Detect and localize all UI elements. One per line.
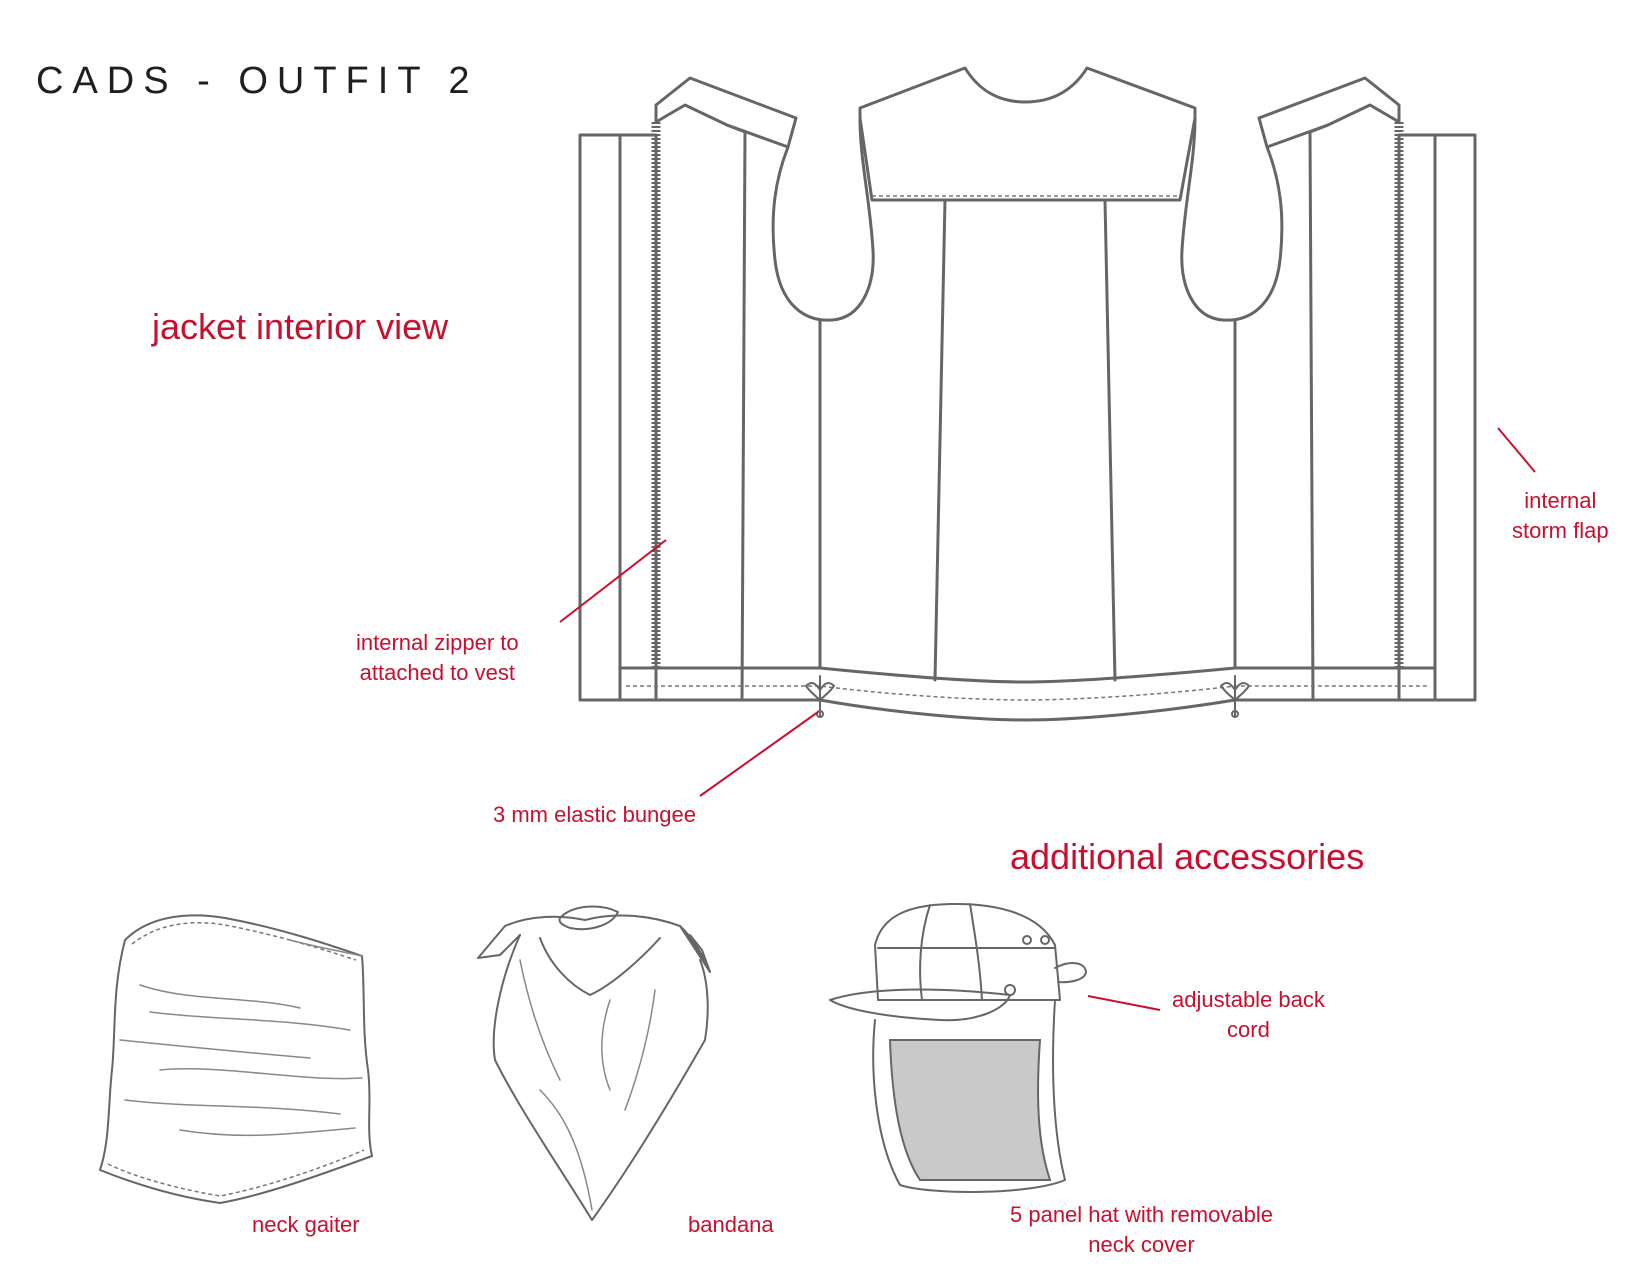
neck-gaiter-drawing xyxy=(99,914,373,1204)
hat-caption: 5 panel hat with removable neck cover xyxy=(1010,1200,1273,1260)
storm-flap-callout-line-2: storm flap xyxy=(1512,518,1609,543)
zipper-callout-line-2: attached to vest xyxy=(359,660,515,685)
page-title: CADS - OUTFIT 2 xyxy=(36,60,479,102)
back-cord-callout: adjustable back cord xyxy=(1172,985,1325,1045)
back-cord-callout-line-2: cord xyxy=(1227,1017,1270,1042)
zipper-callout: internal zipper to attached to vest xyxy=(356,628,519,688)
bandana-caption: bandana xyxy=(688,1212,774,1237)
bandana-drawing xyxy=(477,905,711,1221)
hat-drawing xyxy=(829,902,1087,1193)
zipper-leader xyxy=(559,539,667,623)
bungee-leader xyxy=(699,711,819,797)
bungee-toggle-left xyxy=(805,675,835,718)
neck-gaiter-caption: neck gaiter xyxy=(252,1212,360,1237)
storm-flap-callout-line-1: internal xyxy=(1524,488,1597,513)
hat-caption-line-2: neck cover xyxy=(1088,1232,1195,1257)
jacket-interior-drawing xyxy=(578,66,1477,722)
jacket-heading: jacket interior view xyxy=(152,306,449,347)
storm-flap-callout: internal storm flap xyxy=(1512,486,1609,546)
bungee-callout: 3 mm elastic bungee xyxy=(493,802,696,827)
accessories-heading: additional accessories xyxy=(1010,836,1365,877)
back-cord-leader xyxy=(1087,995,1161,1011)
back-cord-callout-line-1: adjustable back xyxy=(1172,987,1325,1012)
hat-caption-line-1: 5 panel hat with removable xyxy=(1010,1202,1273,1227)
neck-cover-fill xyxy=(888,1039,1052,1181)
bungee-toggle-right xyxy=(1220,675,1250,718)
zipper-callout-line-1: internal zipper to xyxy=(356,630,519,655)
storm-flap-leader xyxy=(1497,427,1536,473)
